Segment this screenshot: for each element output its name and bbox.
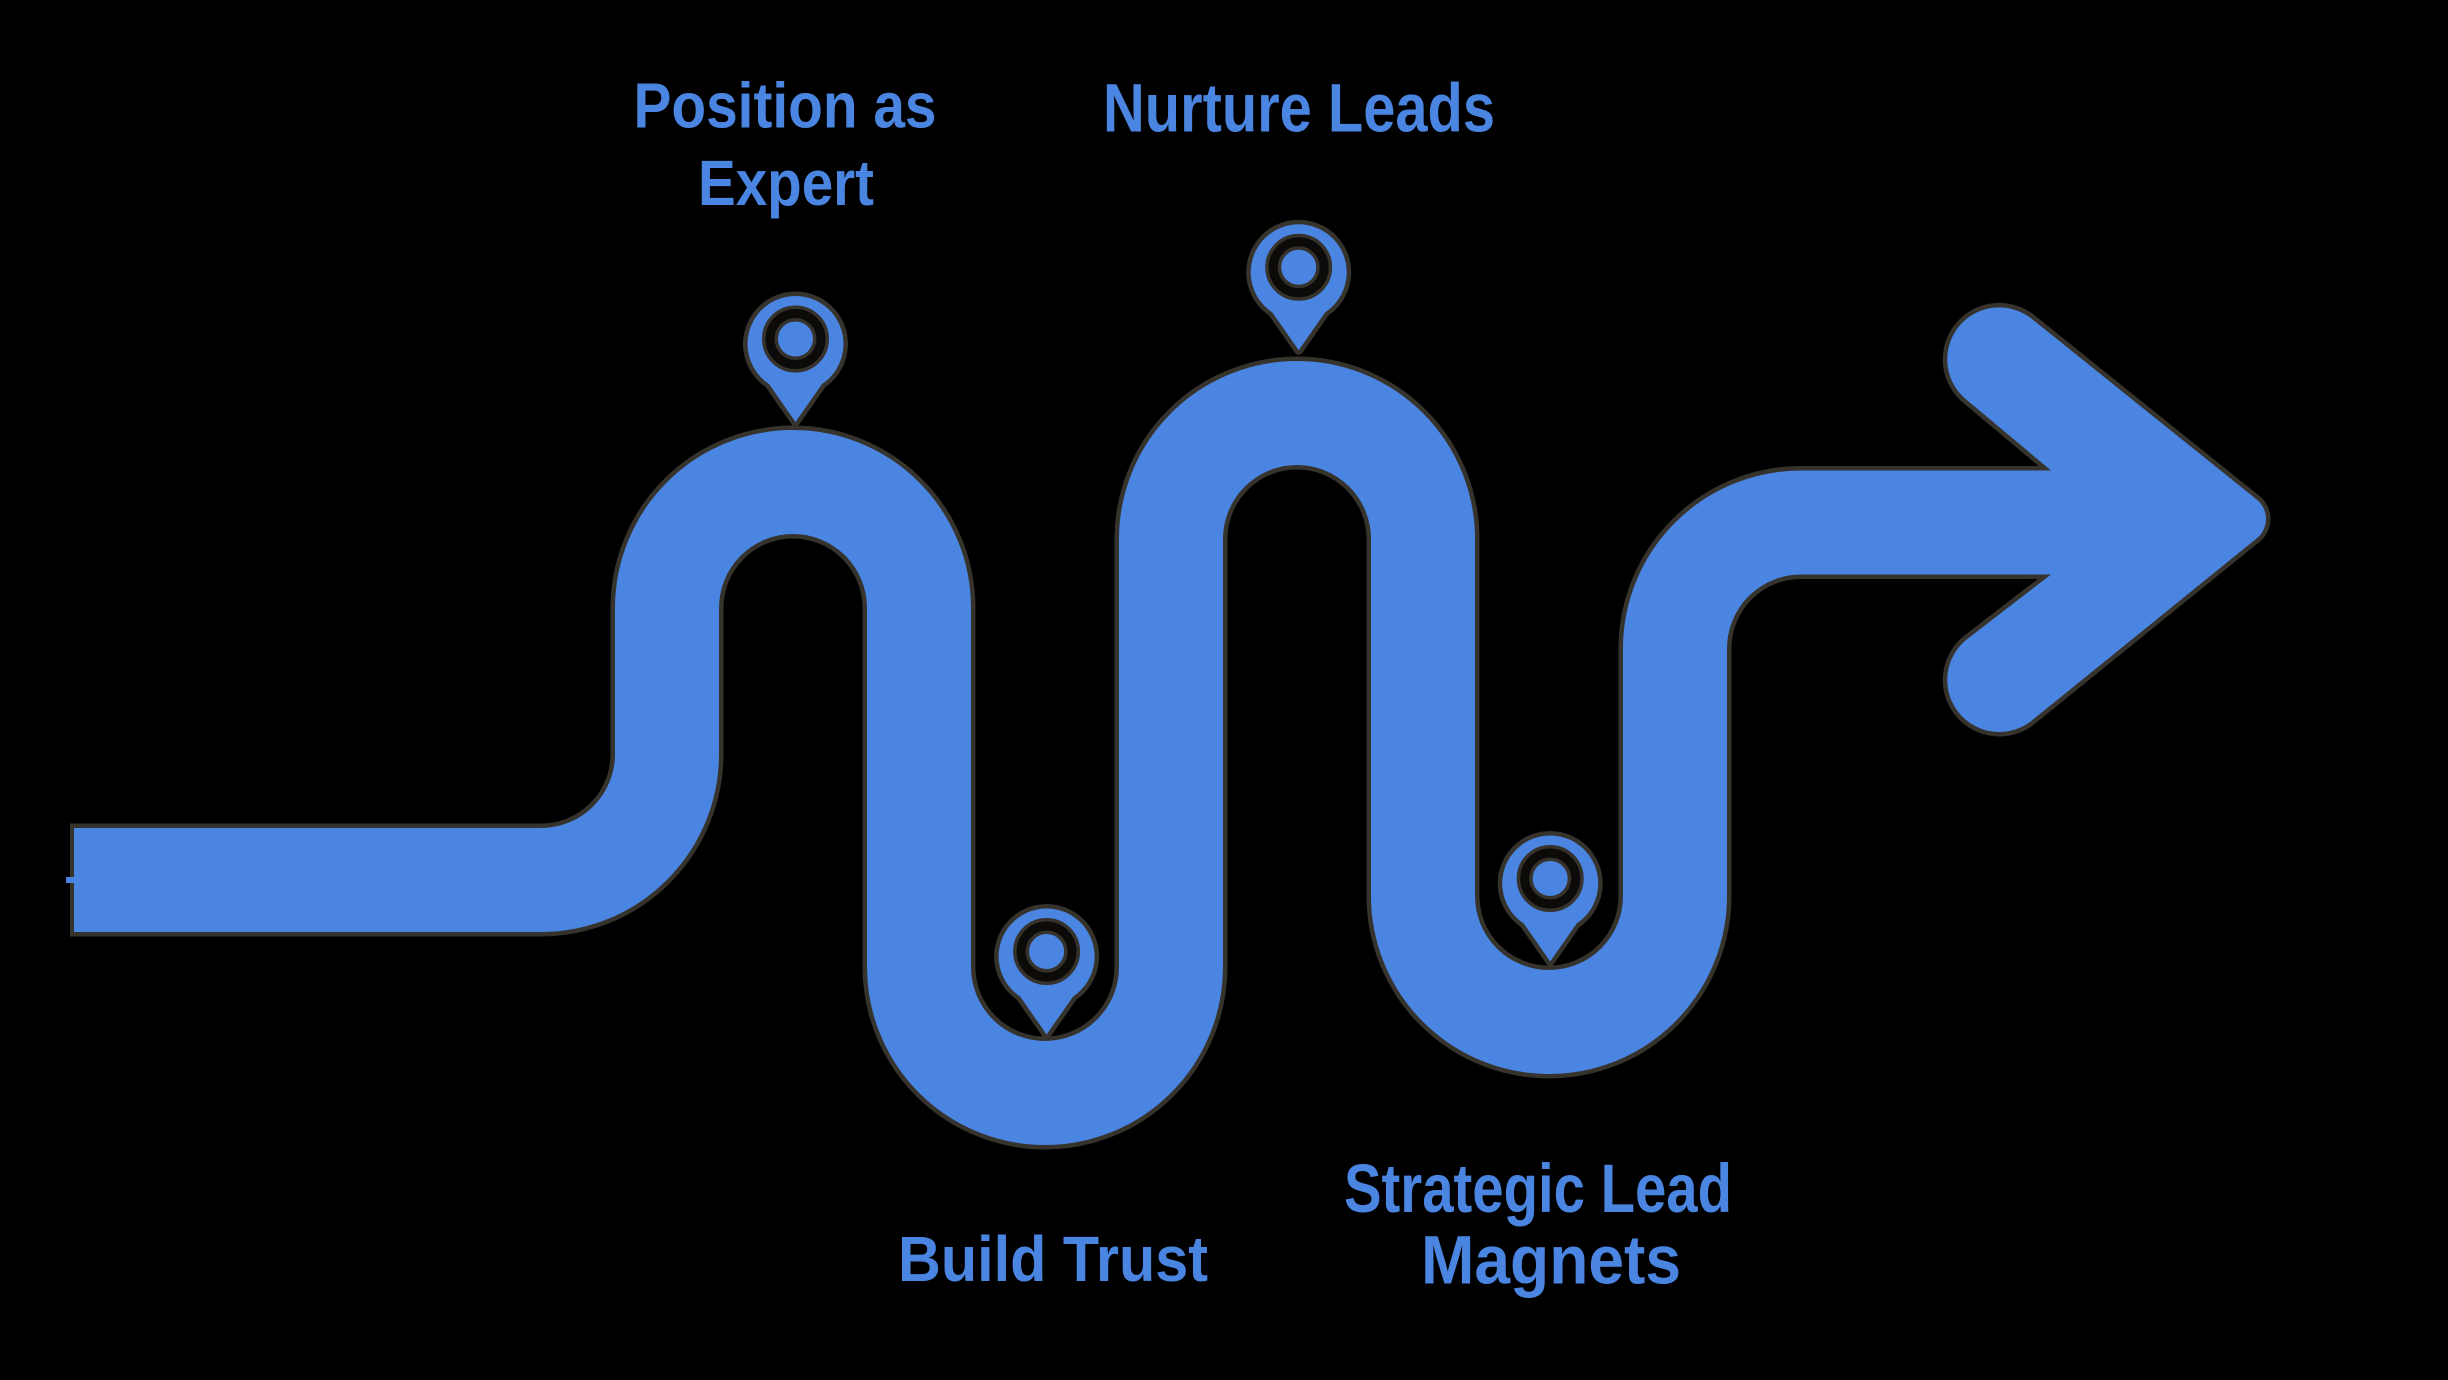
svg-text:Strategic Lead: Strategic Lead	[1344, 1150, 1732, 1227]
svg-text:Expert: Expert	[698, 147, 874, 219]
svg-text:Nurture Leads: Nurture Leads	[1103, 70, 1495, 147]
svg-text:Position as: Position as	[634, 70, 937, 142]
svg-text:Magnets: Magnets	[1421, 1222, 1681, 1299]
svg-text:Build Trust: Build Trust	[898, 1223, 1208, 1295]
